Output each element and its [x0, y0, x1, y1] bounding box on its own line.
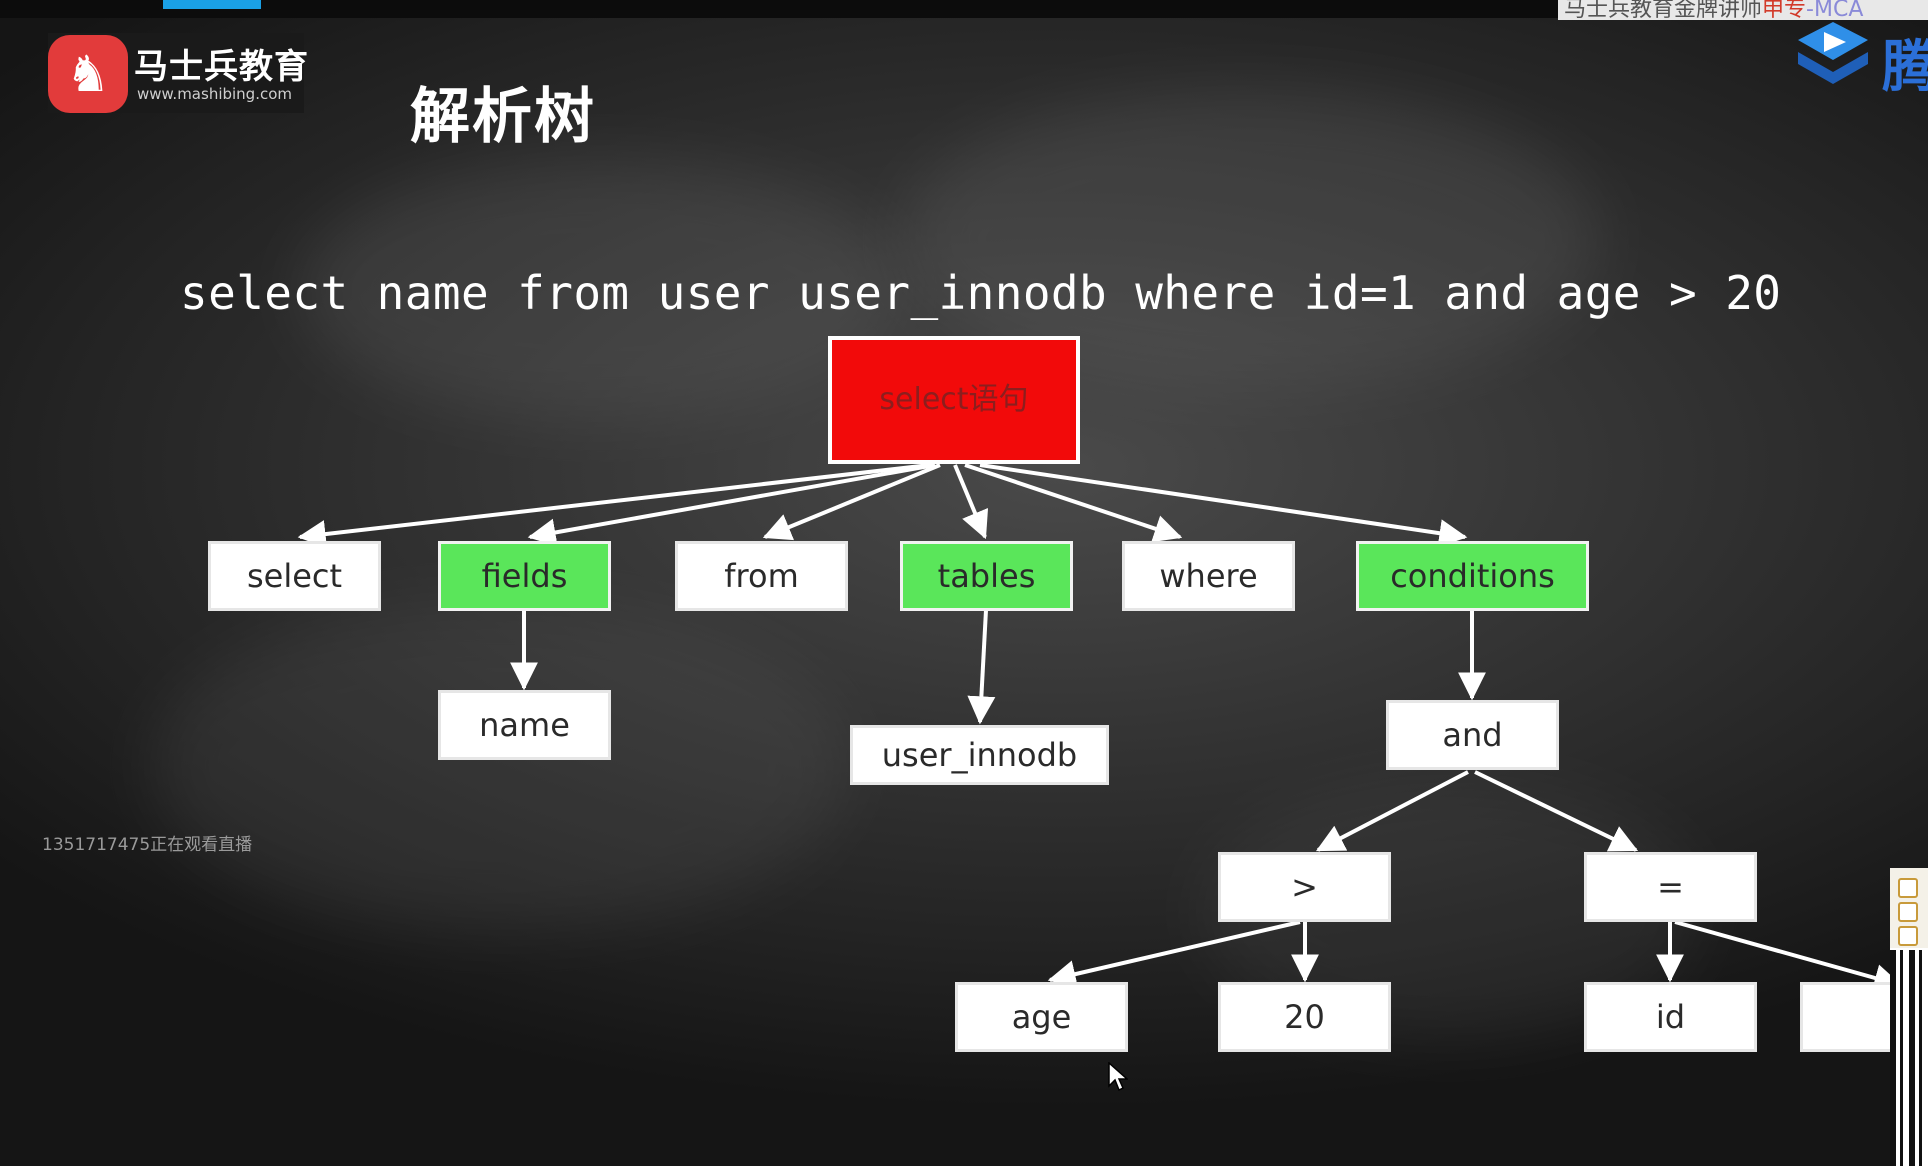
edge-gt-age	[1047, 920, 1301, 988]
tree-node-fields: fields	[438, 541, 611, 611]
edge-root-tables	[953, 464, 989, 540]
gift-icon	[1898, 926, 1918, 946]
tree-node-and: and	[1386, 700, 1559, 770]
edge-and-gt	[1315, 770, 1469, 852]
chalk-smudge	[300, 160, 900, 420]
edge-eq-1	[1674, 920, 1903, 992]
edge-root-from	[762, 463, 941, 541]
edge-tables-user-innodb	[967, 609, 996, 725]
top-strip	[0, 0, 1928, 18]
tree-node-where: where	[1122, 541, 1295, 611]
tree-node-user-innodb: user_innodb	[850, 725, 1109, 785]
page-title: 解析树	[410, 82, 596, 152]
tencent-char: 腾	[1882, 35, 1928, 100]
tree-node-gt: >	[1218, 852, 1391, 922]
logo-name: 马士兵教育	[134, 47, 309, 87]
edge-root-conditions	[979, 463, 1468, 548]
tree-node-id: id	[1584, 982, 1757, 1052]
tree-node-root: select语句	[828, 336, 1080, 464]
tree-node-age: age	[955, 982, 1128, 1052]
top-accent-bar	[163, 0, 261, 9]
edge-root-fields	[527, 463, 936, 547]
tree-node-eq: =	[1584, 852, 1757, 922]
gift-icon	[1898, 902, 1918, 922]
chalk-smudge	[150, 600, 850, 930]
banner-text: 马士兵教育金牌讲师	[1564, 0, 1763, 20]
mouse-cursor-icon	[1108, 1062, 1128, 1092]
viewer-count-note: 1351717475正在观看直播	[42, 835, 253, 855]
banner-suffix: -MCA	[1806, 0, 1864, 20]
top-right-banner: 马士兵教育金牌讲师申专-MCA	[1558, 0, 1928, 20]
tree-node-from: from	[675, 541, 848, 611]
tree-node-name: name	[438, 690, 611, 760]
tree-node-conditions: conditions	[1356, 541, 1589, 611]
brand-logo: ♞ 马士兵教育 www.mashibing.com	[48, 33, 308, 113]
gift-icon	[1898, 878, 1918, 898]
qr-code-icon	[1890, 950, 1928, 1166]
edge-root-where	[964, 463, 1183, 543]
tree-node-tables: tables	[900, 541, 1073, 611]
tencent-classroom-logo-icon	[1798, 22, 1868, 84]
tree-node-20: 20	[1218, 982, 1391, 1052]
edge-root-select	[297, 463, 931, 548]
logo-url: www.mashibing.com	[137, 85, 293, 103]
sql-statement: select name from user user_innodb where …	[180, 266, 1782, 320]
tree-node-select: select	[208, 541, 381, 611]
qr-code-panel[interactable]	[1890, 868, 1928, 1166]
horse-logo-icon: ♞	[48, 35, 128, 113]
banner-highlight: 申专	[1762, 0, 1807, 20]
edge-and-eq	[1474, 770, 1639, 852]
qr-icon-group	[1890, 868, 1928, 948]
